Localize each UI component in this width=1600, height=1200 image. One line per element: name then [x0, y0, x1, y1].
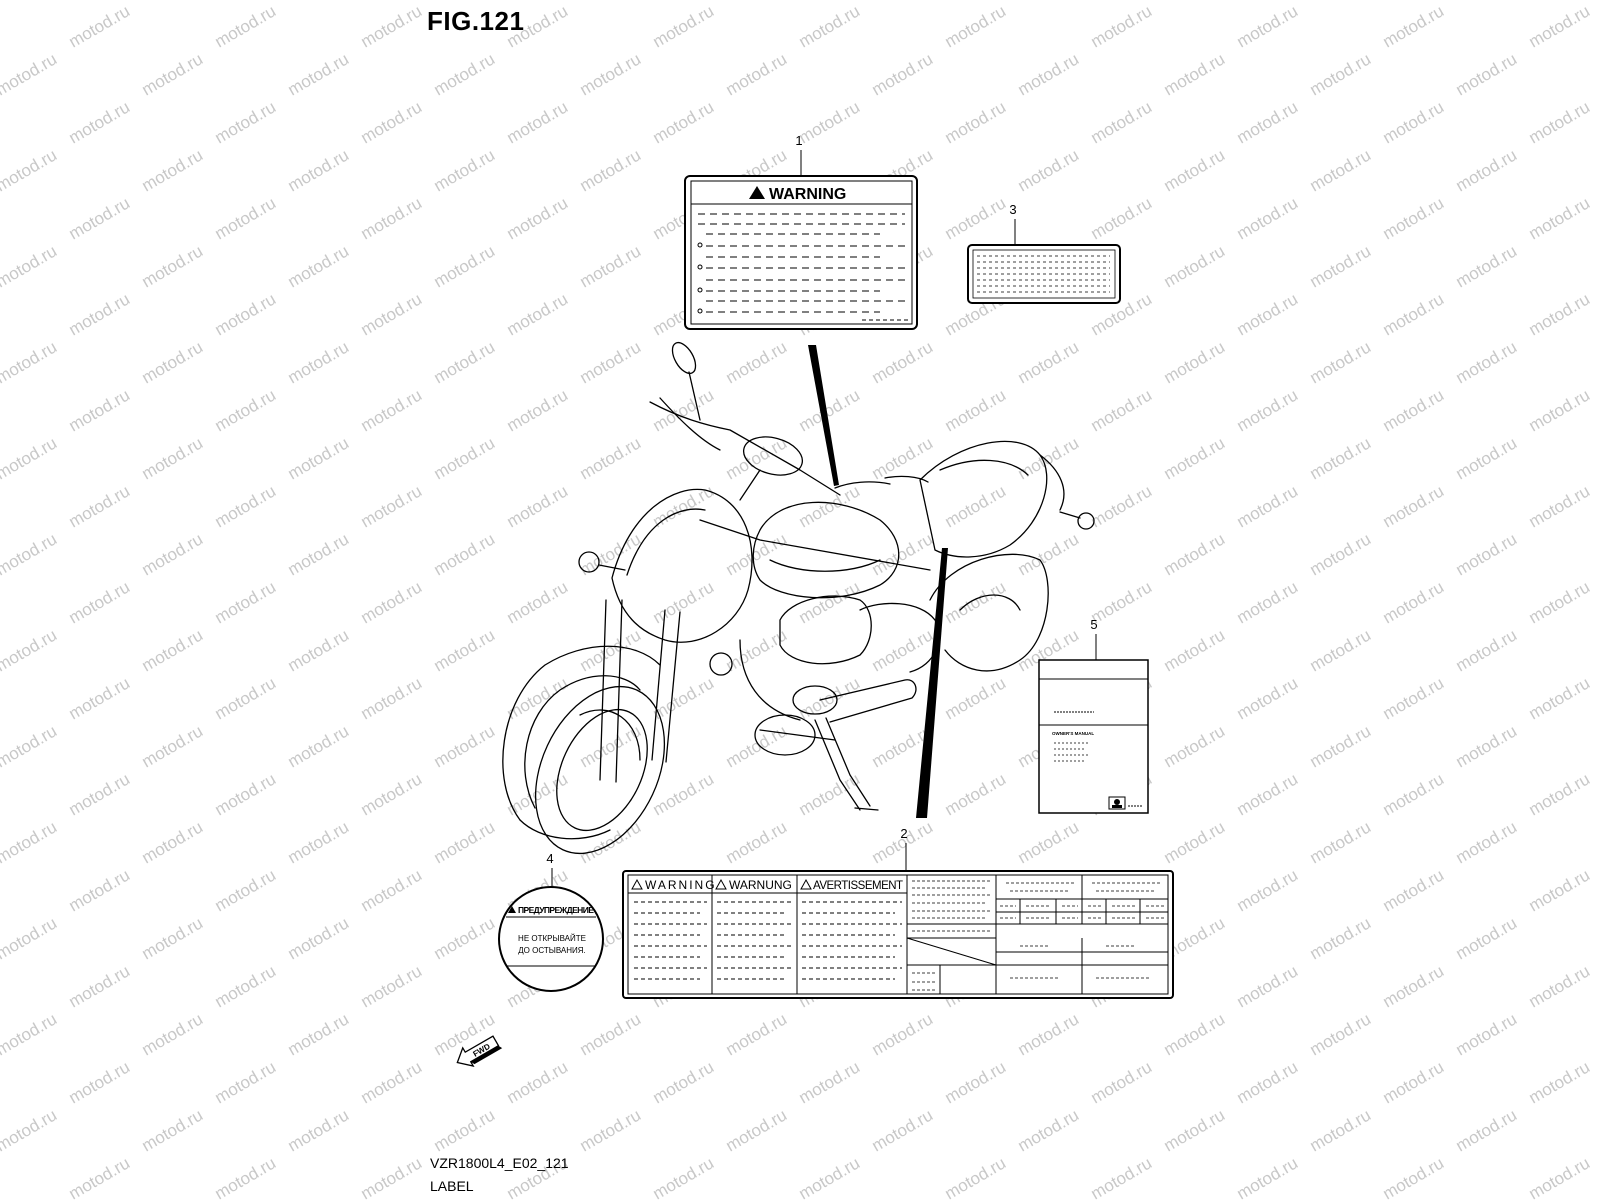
owners-manual-title: OWNER'S MANUAL [1052, 731, 1094, 736]
warning-triangle-icon [631, 878, 643, 890]
radiator-cap-label[interactable]: ПРЕДУПРЕЖДЕНИЕ НЕ ОТКРЫВАЙТЕ ДО ОСТЫВАНИ… [498, 886, 604, 992]
warning-triangle-icon [749, 186, 765, 199]
callout-3[interactable]: 3 [1009, 202, 1016, 217]
info-label-small[interactable] [967, 244, 1121, 304]
tire-label-heading-de: WARNUNG [729, 878, 792, 892]
callout-5[interactable]: 5 [1090, 617, 1097, 632]
callout-4[interactable]: 4 [546, 851, 553, 866]
warning-label-heading: WARNING [769, 186, 846, 203]
warning-triangle-icon [715, 878, 727, 890]
label-1-pointer [808, 345, 839, 486]
label-2-pointer [916, 548, 948, 818]
warning-triangle-icon [800, 878, 812, 890]
callout-2[interactable]: 2 [900, 826, 907, 841]
figure-title: FIG.121 [427, 6, 525, 36]
fwd-arrow-icon: FWD [456, 1035, 503, 1067]
tire-label-heading-fr: AVERTISSEMENT [813, 880, 903, 892]
radiator-cap-line-1: НЕ ОТКРЫВАЙТЕ [518, 934, 586, 943]
warning-label[interactable]: WARNING [684, 175, 918, 330]
owners-manual[interactable]: OWNER'S MANUAL [1038, 659, 1149, 814]
model-code: VZR1800L4_E02_121 [430, 1155, 569, 1171]
radiator-cap-heading: ПРЕДУПРЕЖДЕНИЕ [518, 905, 594, 915]
section-label: LABEL [430, 1178, 474, 1194]
callout-1[interactable]: 1 [795, 133, 802, 148]
tire-info-label[interactable]: WARNING WARNUNG AVERTISSEMENT [622, 870, 1174, 999]
warning-triangle-icon [508, 906, 516, 913]
radiator-cap-line-2: ДО ОСТЫВАНИЯ. [518, 946, 586, 955]
motorcycle-illustration [502, 341, 1095, 855]
tire-label-heading-en: WARNING [645, 878, 717, 892]
